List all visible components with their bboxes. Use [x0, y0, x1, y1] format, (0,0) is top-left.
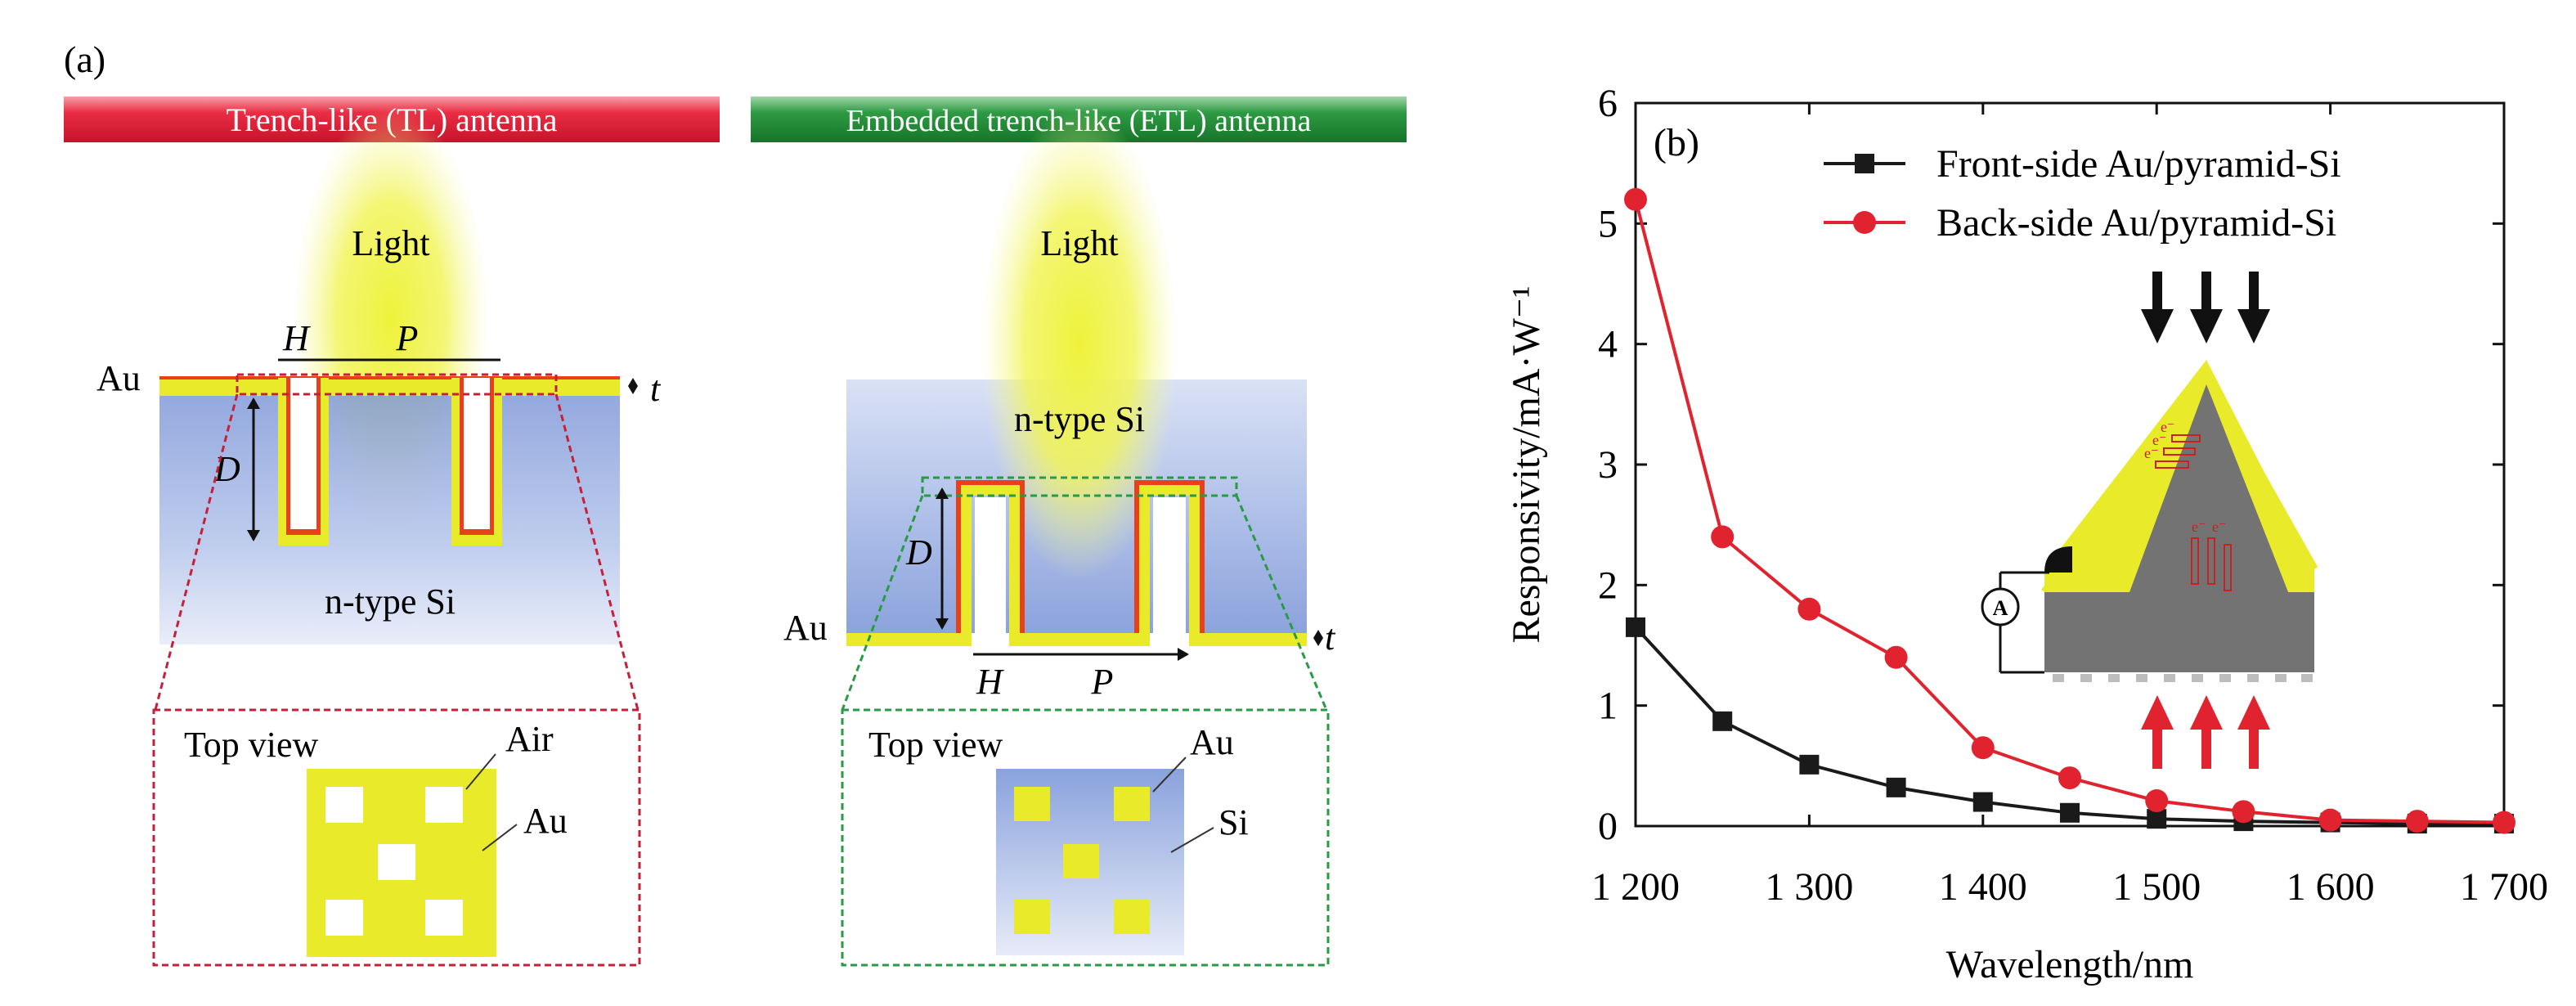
series-1-point	[1712, 711, 1733, 731]
series-1-point	[2147, 809, 2167, 829]
ammeter-icon	[1981, 587, 2020, 627]
down-arrow-2	[2190, 272, 2223, 344]
etl-P-label: P	[1091, 662, 1114, 702]
etl-D-label: D	[905, 532, 932, 573]
y-tick-label: 2	[1598, 564, 1618, 607]
tl-gold-layer	[159, 378, 620, 396]
etl-substrate-label: n-type Si	[1014, 399, 1145, 439]
up-arrow-3	[2237, 695, 2270, 769]
tl-top-view-pattern	[307, 769, 496, 957]
down-arrow-1	[2141, 272, 2174, 344]
panel-a: (a) Trench-like (TL) antenna Light Au H …	[64, 38, 1407, 967]
panel-b: (b) 0 1 2 3 4 5 6 1 200 1 300 1 400 1 500 1 600 1 7…	[1472, 0, 2576, 1002]
electron-2: e⁻	[2152, 432, 2167, 448]
series-line-2	[1634, 199, 2505, 824]
x-tick-label: 1 200	[1591, 865, 1680, 909]
panel-b-label: (b)	[1654, 121, 1699, 164]
series-1-point	[1972, 792, 1993, 812]
tl-au-label: Au	[96, 358, 141, 398]
electron-5: e⁻	[2212, 519, 2227, 535]
series-1-point	[1886, 777, 1906, 797]
series-2-point	[2493, 811, 2515, 834]
series-2-point	[2405, 810, 2429, 833]
electron-1: e⁻	[2161, 419, 2175, 435]
inset-pyramid-diagram: e⁻ e⁻ e⁻ e⁻ e⁻ A	[1981, 272, 2318, 769]
series-2-point	[2145, 789, 2169, 813]
series-2-point	[1624, 187, 1647, 211]
y-tick-label: 1	[1598, 685, 1618, 728]
tl-top-view-label: Top view	[184, 725, 319, 765]
schematic-figure: (a) Trench-like (TL) antenna Light Au H …	[64, 38, 1407, 967]
tl-air-label: Air	[505, 719, 554, 759]
x-axis-ticks: 1 200 1 300 1 400 1 500 1 600 1 700	[1591, 103, 2548, 909]
up-arrow-1	[2141, 695, 2174, 769]
responsivity-chart: (b) 0 1 2 3 4 5 6 1 200 1 300 1 400 1 500 1 600 1 7…	[1505, 82, 2548, 986]
etl-top-view-pattern	[996, 769, 1184, 955]
legend-item-front: Front-side Au/pyramid-Si	[1824, 142, 2341, 186]
etl-gold-profile	[846, 480, 1307, 646]
legend-label-front: Front-side Au/pyramid-Si	[1936, 142, 2341, 186]
y-tick-label: 3	[1598, 443, 1618, 487]
etl-top-view-label: Top view	[868, 725, 1003, 765]
x-axis-label: Wavelength/nm	[1946, 943, 2194, 986]
tl-trench-2	[451, 378, 502, 546]
electron-4: e⁻	[2192, 519, 2206, 535]
tl-substrate-label: n-type Si	[325, 582, 456, 622]
series-2-point	[1797, 597, 1821, 621]
y-axis-label: Responsivity/mA·W⁻¹	[1505, 285, 1548, 643]
tl-trench-1	[278, 378, 329, 546]
series-2-point	[1711, 525, 1735, 549]
series-2-point	[1971, 736, 1995, 760]
etl-t-label: t	[1325, 618, 1336, 658]
panel-a-label: (a)	[64, 38, 105, 80]
legend-label-back: Back-side Au/pyramid-Si	[1936, 201, 2336, 245]
y-tick-label: 5	[1598, 202, 1618, 245]
tl-top-view-box	[152, 708, 641, 967]
series-1-point	[2060, 802, 2080, 823]
tl-substrate	[159, 391, 620, 644]
bottom-contact-dashes	[2053, 674, 2313, 682]
x-tick-label: 1 400	[1939, 865, 2027, 909]
series-2-point	[2318, 808, 2342, 832]
electron-markers: e⁻ e⁻ e⁻ e⁻ e⁻	[2144, 419, 2227, 535]
y-tick-label: 6	[1598, 82, 1618, 125]
tl-t-label: t	[650, 369, 662, 409]
etl-si-label: Si	[1218, 802, 1249, 842]
legend-item-back: Back-side Au/pyramid-Si	[1824, 201, 2336, 245]
etl-top-view-box	[841, 708, 1330, 967]
x-tick-label: 1 700	[2460, 865, 2548, 909]
etl-light-label: Light	[1040, 223, 1118, 263]
up-arrow-2	[2190, 695, 2223, 769]
series-1-point	[1626, 617, 1645, 637]
x-tick-label: 1 600	[2287, 865, 2375, 909]
etl-au-top-label: Au	[1190, 722, 1234, 762]
series-2-point	[1884, 645, 1908, 669]
series-layer	[1624, 187, 2515, 834]
y-tick-label: 4	[1598, 323, 1618, 366]
series-2-point	[2058, 766, 2081, 790]
y-tick-label: 0	[1598, 805, 1618, 848]
series-1-point	[1799, 754, 1820, 775]
etl-au-label: Au	[783, 608, 828, 648]
series-2-point	[2232, 800, 2255, 824]
x-tick-label: 1 500	[2112, 865, 2201, 909]
etl-H-label: H	[976, 662, 1004, 702]
x-tick-label: 1 300	[1765, 865, 1853, 909]
tl-au-top-label: Au	[523, 801, 568, 841]
ammeter-label: A	[1993, 596, 2008, 620]
tl-light-label: Light	[352, 223, 429, 263]
electron-3: e⁻	[2144, 445, 2159, 461]
legend: Front-side Au/pyramid-Si Back-side Au/py…	[1824, 142, 2341, 245]
etl-light-beam	[981, 106, 1178, 581]
y-axis-ticks: 0 1 2 3 4 5 6	[1598, 82, 2504, 848]
down-arrow-3	[2237, 272, 2270, 344]
tl-H-label: H	[282, 318, 311, 358]
tl-P-label: P	[396, 318, 419, 358]
